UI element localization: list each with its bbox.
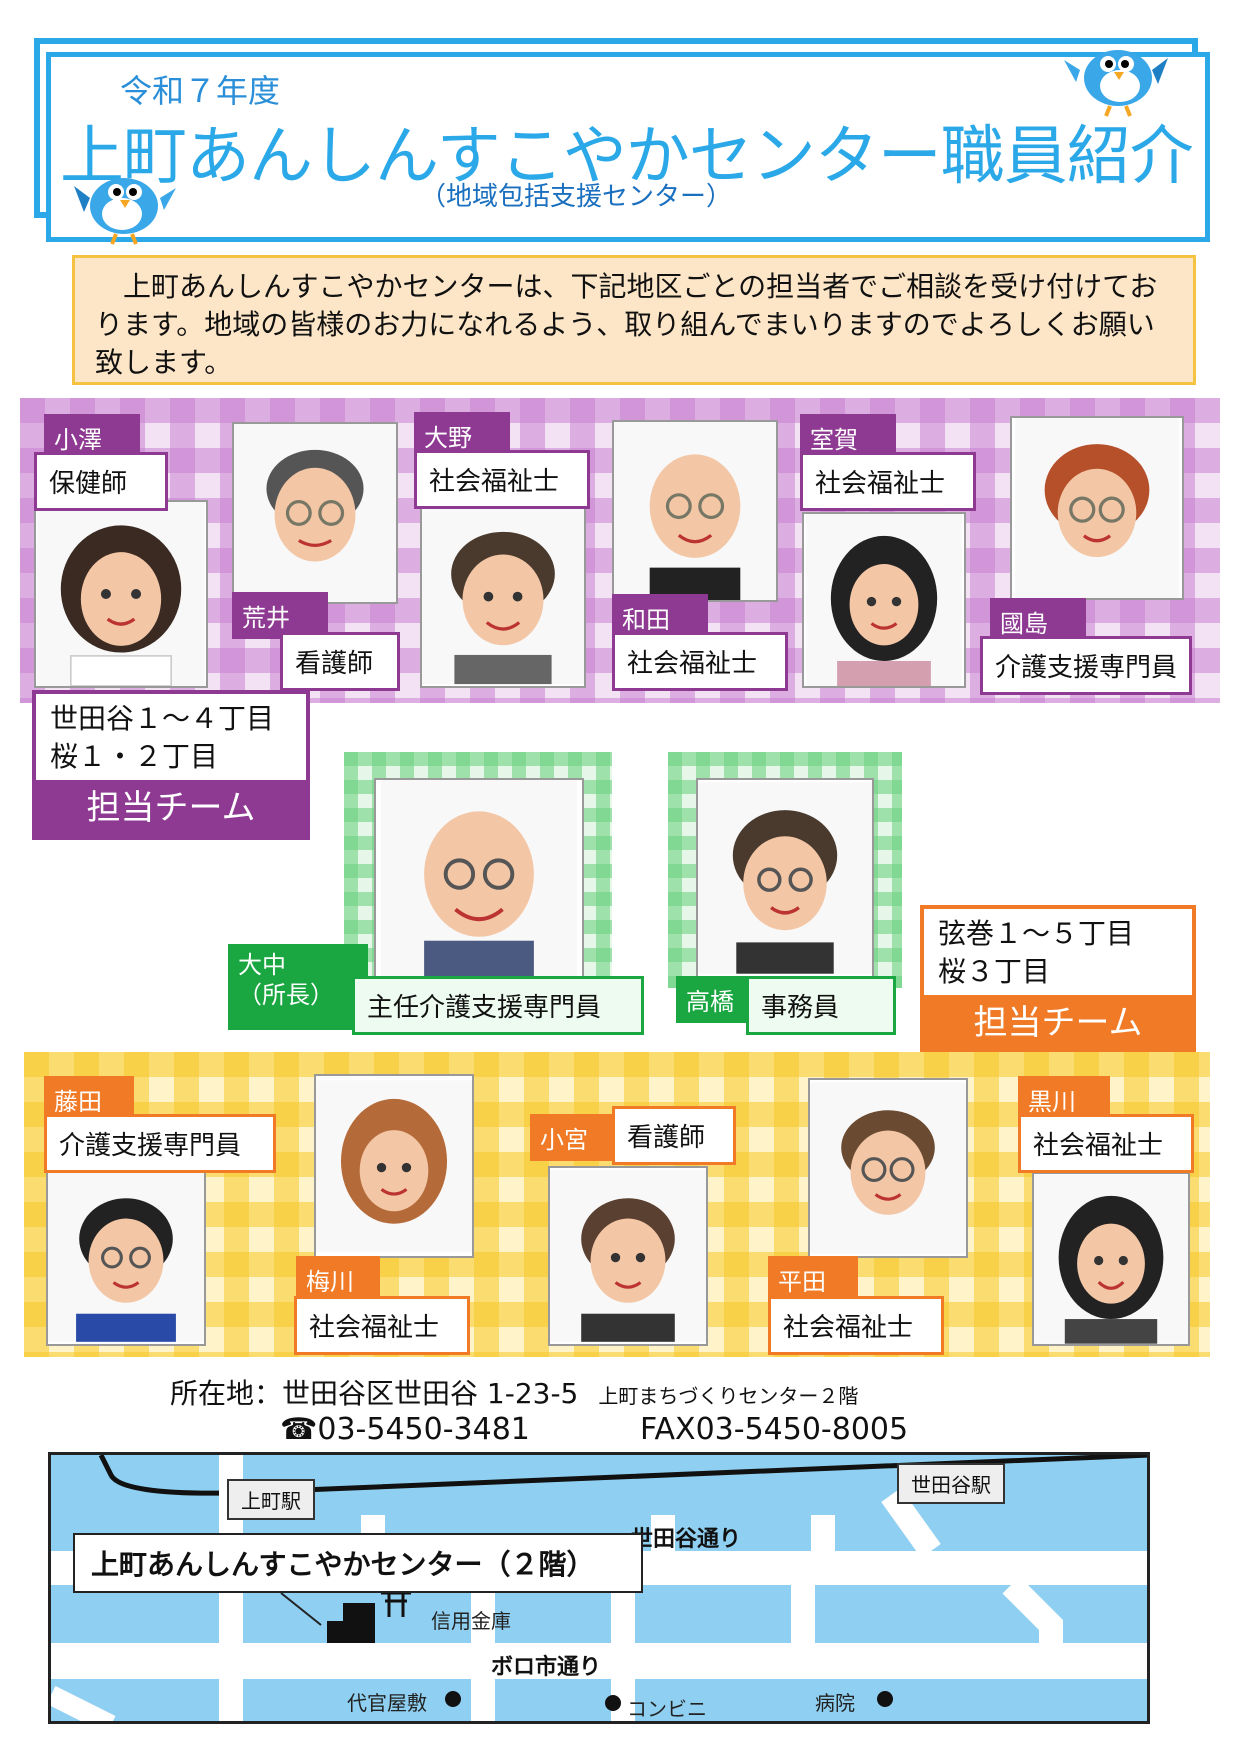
page-title: 上町あんしんすこやかセンター職員紹介 (60, 120, 1194, 194)
role-umekawa: 社会福祉士 (294, 1296, 470, 1355)
portrait-fujita (46, 1166, 206, 1346)
center-callout: 上町あんしんすこやかセンター（２階） (73, 1533, 643, 1593)
station-kamimachi: 上町駅 (227, 1479, 315, 1520)
portrait-ono (420, 502, 586, 688)
name-onaka: 大中 (238, 951, 286, 979)
landmark-convenience-store: コンビニ (627, 1697, 707, 1721)
name-tag-onaka: 大中 （所長） (228, 944, 368, 1030)
road-boroichi-dori: ボロ市通り (491, 1655, 602, 1680)
portrait-umekawa (314, 1074, 474, 1258)
role-wada: 社会福祉士 (612, 632, 788, 691)
page-subtitle: （地域包括支援センター） (420, 182, 733, 212)
team2-area-text: 弦巻１～５丁目 桜３丁目 (938, 917, 1135, 988)
portrait-takahashi (696, 778, 874, 978)
bird-mascot-icon (74, 178, 176, 245)
portrait-kunishima (1010, 416, 1184, 600)
road-setagaya-dori: 世田谷通り (631, 1527, 742, 1552)
access-map: 上町駅 世田谷駅 世田谷通り ボロ市通り 上町あんしんすこやかセンター（２階） … (48, 1452, 1150, 1724)
name-tag-komiya: 小宮 (530, 1114, 620, 1161)
role-ono: 社会福祉士 (414, 450, 590, 509)
team1-area-box: 世田谷１～４丁目 桜１・２丁目 担当チーム (32, 690, 310, 840)
station-setagaya: 世田谷駅 (897, 1463, 1005, 1504)
team1-label: 担当チーム (36, 780, 306, 836)
role-ozawa: 保健師 (34, 452, 168, 511)
role-kurokawa: 社会福祉士 (1018, 1114, 1194, 1173)
title-onaka: （所長） (238, 981, 334, 1009)
role-onaka: 主任介護支援専門員 (352, 976, 644, 1035)
portrait-arai (232, 422, 398, 604)
phone-number: ☎03-5450-3481 (280, 1412, 530, 1447)
address-text: 所在地：世田谷区世田谷 1-23-5 (170, 1377, 579, 1410)
portrait-wada (612, 420, 778, 602)
role-muroga: 社会福祉士 (800, 452, 976, 511)
name-tag-hirata: 平田 (768, 1256, 858, 1303)
role-komiya: 看護師 (612, 1106, 736, 1165)
role-hirata: 社会福祉士 (768, 1296, 944, 1355)
landmark-hospital: 病院 (815, 1691, 855, 1715)
portrait-muroga (802, 512, 966, 688)
portrait-komiya (548, 1166, 708, 1346)
address-building: 上町まちづくりセンター２階 (598, 1384, 859, 1408)
role-arai: 看護師 (280, 632, 400, 691)
address: 所在地：世田谷区世田谷 1-23-5 上町まちづくりセンター２階 (170, 1372, 858, 1412)
landmark-bank: 信用金庫 (431, 1609, 511, 1633)
portrait-ozawa (34, 500, 208, 688)
intro-text: 上町あんしんすこやかセンターは、下記地区ごとの担当者でご相談を受け付けております… (72, 255, 1196, 385)
team1-area-text: 世田谷１～４丁目 桜１・２丁目 (50, 702, 275, 773)
header-year: 令和７年度 (120, 72, 281, 110)
fax-number: FAX03-5450-8005 (640, 1412, 909, 1447)
header-frame (46, 52, 1210, 242)
landmark-daikan-yashiki: 代官屋敷 (347, 1691, 427, 1715)
team2-area-box: 弦巻１～５丁目 桜３丁目 担当チーム (920, 905, 1196, 1055)
name-tag-umekawa: 梅川 (296, 1256, 380, 1303)
bird-mascot-icon (1064, 50, 1168, 117)
role-fujita: 介護支援専門員 (44, 1114, 276, 1173)
role-takahashi: 事務員 (746, 976, 896, 1035)
team2-label: 担当チーム (924, 995, 1192, 1051)
role-kunishima: 介護支援専門員 (980, 636, 1192, 695)
name-tag-arai: 荒井 (232, 592, 328, 639)
portrait-kurokawa (1032, 1172, 1190, 1346)
portrait-hirata (808, 1078, 968, 1258)
portrait-onaka (374, 778, 584, 978)
